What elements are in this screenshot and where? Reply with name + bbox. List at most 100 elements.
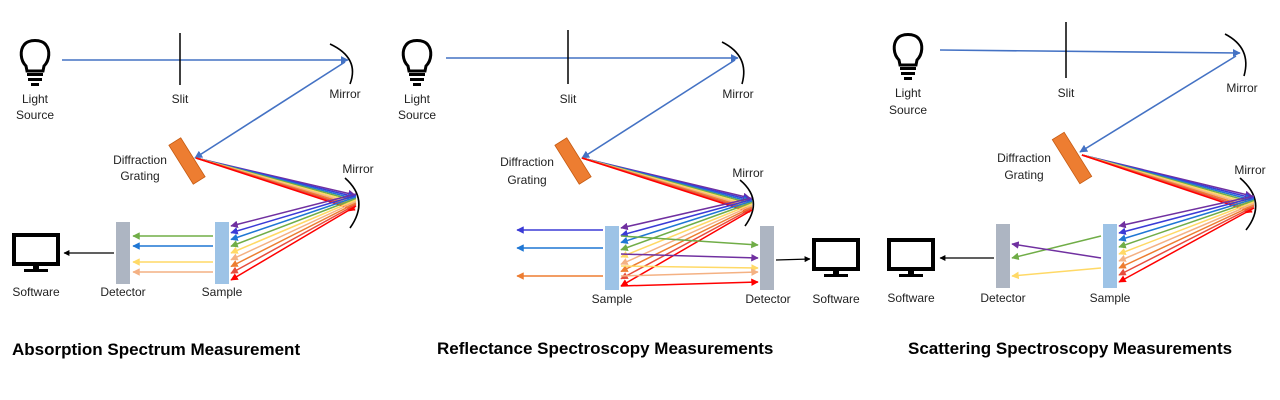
spectrum-fan — [1081, 154, 1253, 214]
incident-beam — [939, 48, 1241, 57]
panel-absorption: Light Source Slit Mirror Diffraction Gra… — [12, 33, 374, 359]
top-mirror-label: Mirror — [329, 87, 360, 101]
light-ray — [620, 201, 753, 251]
light-ray — [581, 157, 751, 214]
light-ray — [620, 198, 753, 238]
light-ray — [230, 199, 357, 254]
panel-title: Scattering Spectroscopy Measurements — [908, 339, 1232, 358]
spectrum-fan — [195, 157, 356, 212]
light-ray — [1118, 204, 1255, 269]
light-ray — [1118, 198, 1255, 242]
light-ray — [1011, 241, 1102, 259]
light-ray — [1118, 207, 1255, 283]
diffraction-grating — [554, 137, 592, 185]
light-ray — [230, 202, 357, 268]
sample — [1103, 224, 1117, 288]
light-source-label: Light — [895, 86, 922, 100]
spectrum-to-sample — [1118, 195, 1255, 283]
light-ray — [1081, 154, 1253, 214]
light-ray — [230, 193, 357, 228]
spectrum-fan — [581, 157, 751, 214]
light-ray — [230, 203, 357, 274]
light-source-label: Light — [22, 92, 49, 106]
transmitted-light — [132, 232, 213, 276]
top-mirror — [329, 43, 354, 85]
top-mirror — [721, 41, 745, 85]
panel-title: Absorption Spectrum Measurement — [12, 340, 300, 359]
light-ray — [620, 278, 759, 287]
reflected-beam — [1079, 55, 1237, 153]
light-ray — [230, 194, 357, 235]
spectrum-to-sample — [620, 197, 753, 287]
light-to-detector — [620, 235, 759, 287]
lightbulb-icon — [892, 33, 924, 80]
bottom-mirror-label: Mirror — [1234, 163, 1265, 177]
light-ray — [230, 196, 357, 241]
light-source-label: Light — [404, 92, 431, 106]
light-ray — [620, 206, 753, 273]
light-ray — [1011, 235, 1102, 261]
top-mirror-label: Mirror — [722, 87, 753, 101]
software-label: Software — [12, 285, 60, 299]
software-label: Software — [887, 291, 935, 305]
light-source-label-2: Source — [889, 103, 927, 117]
slit-label: Slit — [1058, 86, 1075, 100]
light-ray — [620, 203, 753, 258]
bottom-mirror-label: Mirror — [342, 162, 373, 176]
light-ray — [620, 200, 753, 245]
top-mirror-label: Mirror — [1226, 81, 1257, 95]
diffraction-grating — [1051, 131, 1093, 185]
software-label: Software — [812, 292, 860, 306]
detector — [996, 224, 1010, 288]
light-ray — [1118, 195, 1255, 229]
sample-label: Sample — [1090, 291, 1131, 305]
detector-label: Detector — [980, 291, 1025, 305]
detector-label: Detector — [745, 292, 790, 306]
light-ray — [1011, 267, 1102, 280]
slit-label: Slit — [172, 92, 189, 106]
light-ray — [620, 264, 759, 272]
detector-label: Detector — [100, 285, 145, 299]
bottom-mirror — [1239, 177, 1257, 231]
light-ray — [230, 200, 357, 261]
light-ray — [1118, 201, 1255, 256]
reflected-beam — [194, 61, 346, 159]
sample — [215, 222, 229, 284]
sample-label: Sample — [202, 285, 243, 299]
light-source-label-2: Source — [16, 108, 54, 122]
light-ray — [620, 268, 759, 277]
light-ray — [620, 209, 753, 287]
grating-label-2: Grating — [120, 169, 159, 183]
signal-arrow — [775, 256, 811, 263]
lightbulb-icon — [401, 39, 433, 86]
lightbulb-icon — [19, 39, 51, 86]
sample-label: Sample — [592, 292, 633, 306]
sample — [605, 226, 619, 290]
light-ray — [230, 205, 357, 281]
slit-label: Slit — [560, 92, 577, 106]
panel-reflectance: Light Source Slit Mirror Diffraction Gra… — [398, 30, 860, 358]
reflected-light — [516, 226, 603, 280]
panel-scattering: Light Source Slit Mirror Diffraction Gra… — [887, 22, 1266, 358]
grating-label-2: Grating — [1004, 168, 1043, 182]
light-ray — [230, 197, 357, 248]
top-mirror — [1224, 33, 1247, 77]
detector — [760, 226, 774, 290]
monitor-icon — [812, 238, 860, 277]
light-ray — [620, 197, 753, 231]
bottom-mirror — [739, 179, 755, 227]
reflected-beam — [581, 59, 736, 159]
bottom-mirror — [344, 177, 360, 229]
grating-label: Diffraction — [997, 151, 1051, 165]
diffraction-grating — [168, 137, 206, 185]
grating-label: Diffraction — [500, 155, 554, 169]
monitor-icon — [887, 238, 935, 277]
light-ray — [1118, 205, 1255, 276]
light-ray — [1118, 196, 1255, 235]
light-ray — [620, 235, 759, 249]
grating-label-2: Grating — [507, 173, 546, 187]
light-ray — [1118, 202, 1255, 262]
grating-label: Diffraction — [113, 153, 167, 167]
detector — [116, 222, 130, 284]
light-source-label-2: Source — [398, 108, 436, 122]
